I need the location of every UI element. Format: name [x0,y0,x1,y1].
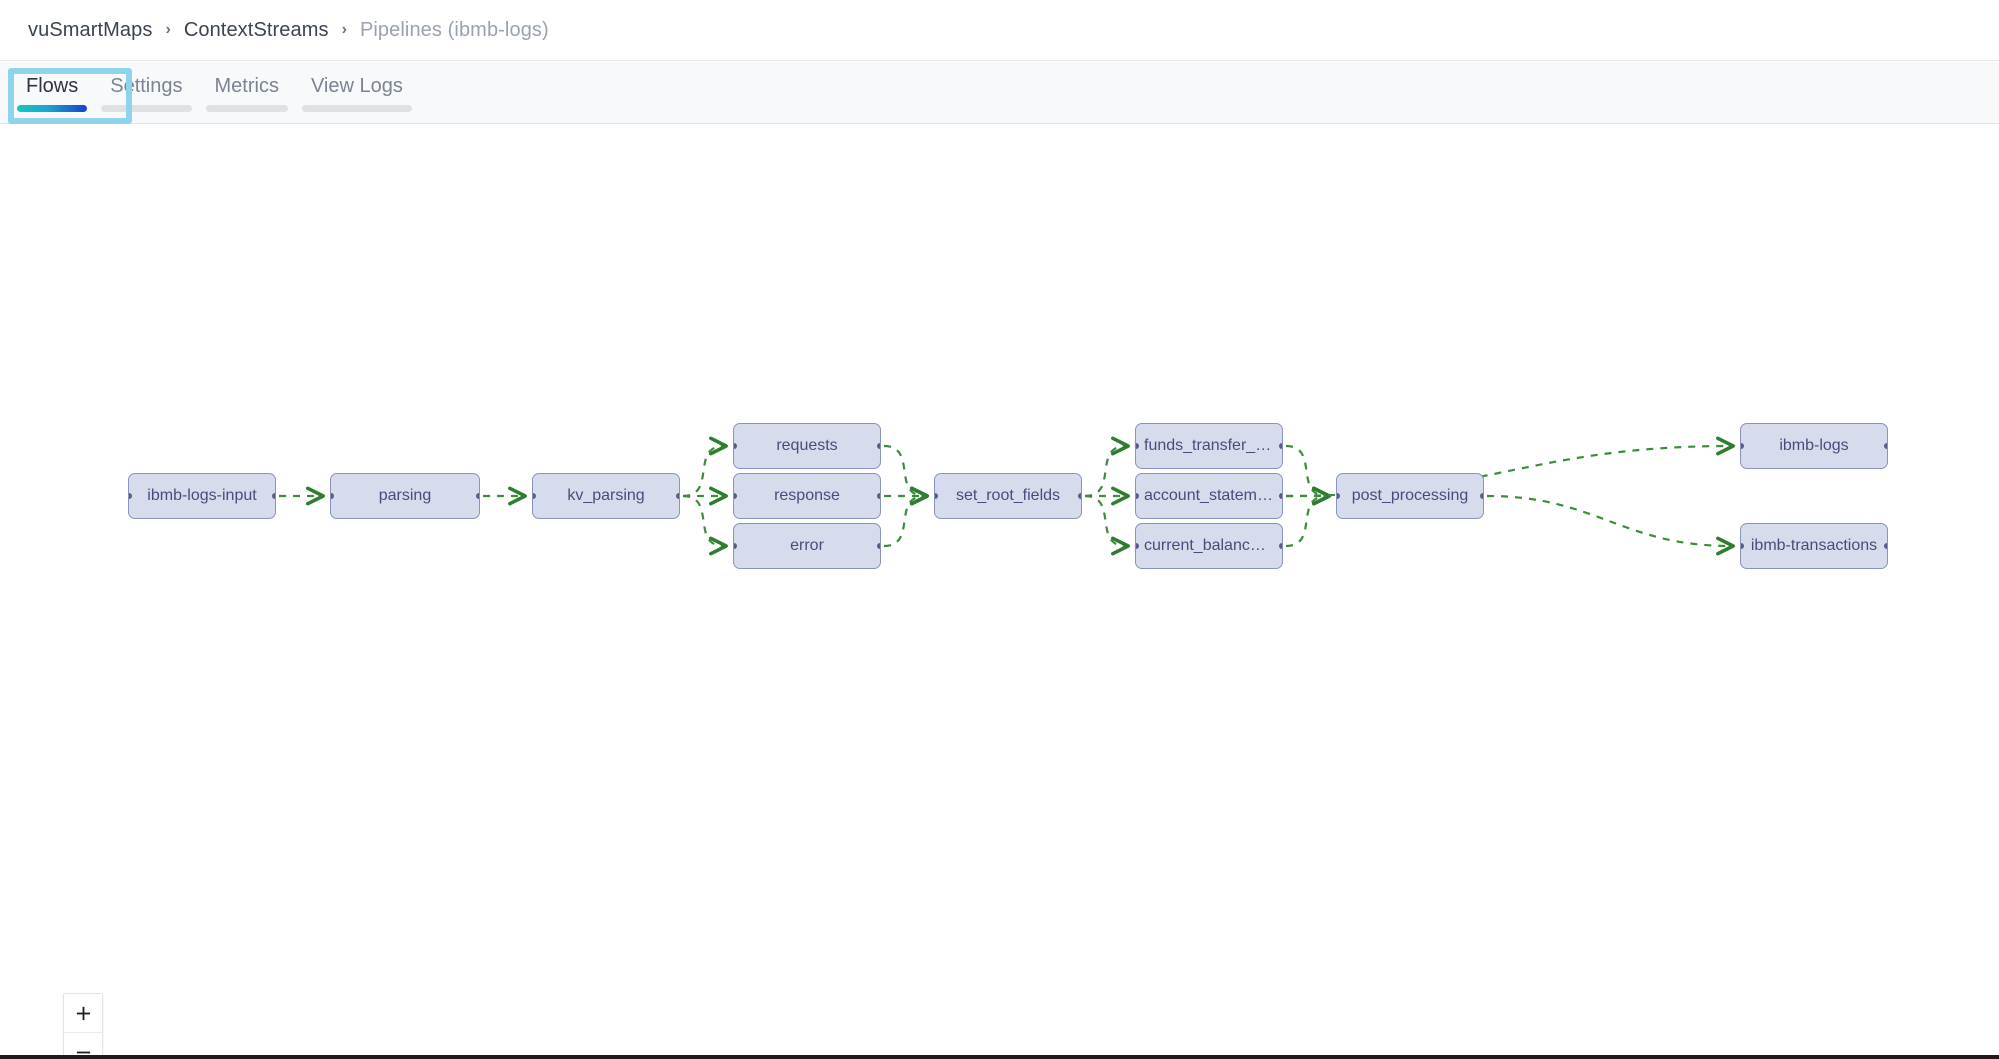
flow-edges [279,436,1735,556]
tab-flows-label: Flows [26,75,79,97]
node-port-in[interactable] [533,493,536,499]
node-port-in[interactable] [1741,443,1744,449]
minus-icon [76,1051,90,1053]
tab-metrics-label: Metrics [214,75,279,97]
flow-edge-set_root_fields-to-current_balance_s [1084,494,1130,556]
flow-node-error[interactable]: error [733,523,881,569]
flow-edge-error-to-set_root_fields [883,486,929,548]
node-port-in[interactable] [935,493,938,499]
flow-node-label: response [774,487,840,504]
flow-node-current_balance_s[interactable]: current_balance_s… [1135,523,1283,569]
flow-node-label: requests [776,437,838,454]
node-port-in[interactable] [331,493,334,499]
node-port-in[interactable] [129,493,132,499]
tab-metrics[interactable]: Metrics [199,61,295,124]
node-port-in[interactable] [1741,543,1744,549]
tab-metrics-underline [205,105,288,112]
node-port-in[interactable] [734,493,737,499]
flow-edge-current_balance_s-to-post_processing [1285,486,1331,548]
flow-node-label: parsing [378,487,432,504]
flow-node-parsing[interactable]: parsing [330,473,480,519]
node-port-in[interactable] [734,543,737,549]
node-port-in[interactable] [1136,543,1139,549]
breadcrumb-item-pipelines[interactable]: Pipelines (ibmb-logs) [359,18,549,41]
node-port-in[interactable] [734,443,737,449]
flow-node-label: account_statemen… [1144,487,1282,504]
node-port-out[interactable] [1884,443,1887,449]
flow-node-post_processing[interactable]: post_processing [1336,473,1484,519]
flow-node-ibmb-transactions[interactable]: ibmb-transactions [1740,523,1888,569]
breadcrumb-separator-icon: › [165,21,171,38]
tab-view-logs-underline [301,105,412,112]
node-port-out[interactable] [272,493,275,499]
flow-node-account_statemen[interactable]: account_statemen… [1135,473,1283,519]
node-port-out[interactable] [676,493,679,499]
tab-bar: Flows Settings Metrics View Logs [0,61,1999,124]
node-port-in[interactable] [1136,493,1139,499]
zoom-out-button[interactable] [64,1033,102,1055]
flow-node-label: set_root_fields [955,487,1061,504]
tab-strip: Flows Settings Metrics View Logs [10,61,419,124]
flow-canvas[interactable]: ibmb-logs-input parsing kv_parsing requests… [0,124,1999,1055]
node-port-in[interactable] [1337,493,1340,499]
node-port-out[interactable] [1279,443,1282,449]
flow-node-label: post_processing [1351,487,1469,504]
tab-flows-underline [17,105,88,112]
flow-node-requests[interactable]: requests [733,423,881,469]
flow-node-response[interactable]: response [733,473,881,519]
node-port-in[interactable] [1136,443,1139,449]
node-port-out[interactable] [877,493,880,499]
flow-node-funds_transfer_ses[interactable]: funds_transfer_ses… [1135,423,1283,469]
flow-node-label: ibmb-transactions [1750,537,1878,554]
flow-node-ibmb-logs-input[interactable]: ibmb-logs-input [128,473,276,519]
flow-node-label: funds_transfer_ses… [1144,437,1282,454]
flow-node-label: kv_parsing [567,487,645,504]
flow-node-label: ibmb-logs-input [147,487,257,504]
tab-settings-underline [101,105,192,112]
node-port-out[interactable] [1078,493,1081,499]
flow-edge-post_processing-to-ibmb-transactions [1486,494,1735,556]
zoom-in-button[interactable] [64,994,102,1033]
zoom-controls [63,993,103,1055]
node-port-out[interactable] [877,443,880,449]
flow-node-ibmb-logs[interactable]: ibmb-logs [1740,423,1888,469]
node-port-out[interactable] [1884,543,1887,549]
breadcrumb-item-vusmartmaps[interactable]: vuSmartMaps [28,18,153,41]
tab-view-logs-label: View Logs [310,75,403,97]
flow-edge-funds_transfer_ses-to-post_processing [1285,444,1331,506]
flow-node-label: error [790,537,824,554]
flow-edge-requests-to-set_root_fields [883,444,929,506]
node-port-out[interactable] [1279,543,1282,549]
flow-node-kv_parsing[interactable]: kv_parsing [532,473,680,519]
breadcrumb-separator-icon: › [341,21,347,38]
node-port-out[interactable] [877,543,880,549]
flow-node-label: ibmb-logs [1779,437,1849,454]
breadcrumb: vuSmartMaps › ContextStreams › Pipelines… [0,0,1999,61]
tab-view-logs[interactable]: View Logs [295,61,419,124]
tab-settings[interactable]: Settings [94,61,198,124]
plus-icon [76,1006,90,1020]
tab-settings-label: Settings [110,75,183,97]
flow-node-set_root_fields[interactable]: set_root_fields [934,473,1082,519]
flow-edge-kv_parsing-to-requests [682,436,728,498]
flow-node-label: current_balance_s… [1144,537,1282,554]
flow-edge-kv_parsing-to-error [682,494,728,556]
flow-edge-set_root_fields-to-funds_transfer_ses [1084,436,1130,498]
tab-flows[interactable]: Flows [10,61,94,124]
node-port-out[interactable] [1279,493,1282,499]
node-port-out[interactable] [476,493,479,499]
breadcrumb-item-contextstreams[interactable]: ContextStreams [183,18,329,41]
node-port-out[interactable] [1480,493,1483,499]
